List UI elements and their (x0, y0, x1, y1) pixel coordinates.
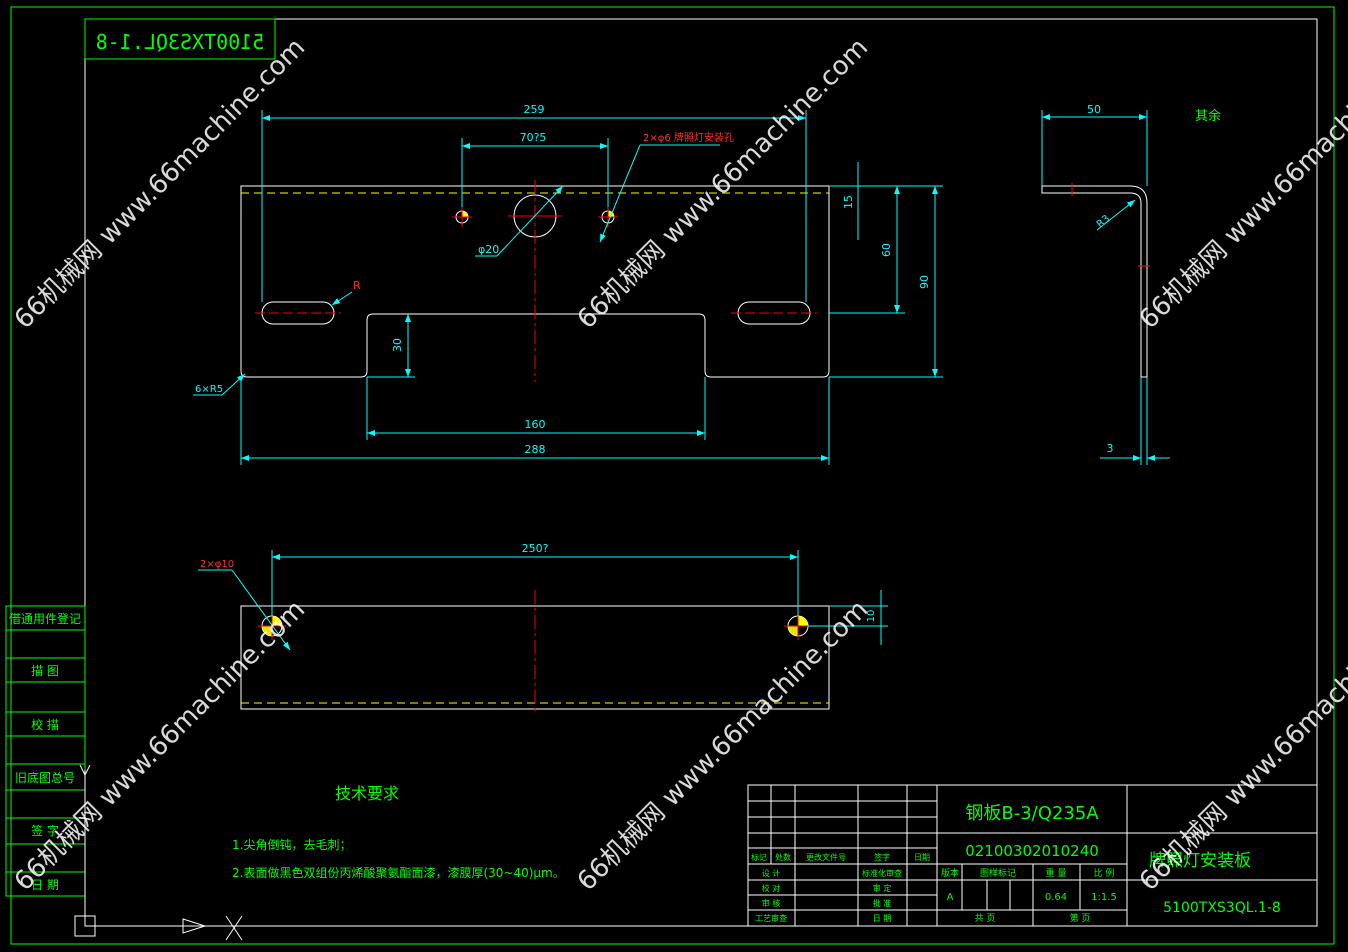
side-profile (1041, 185, 1148, 378)
strip-label-2: 校 描 (31, 717, 59, 732)
strip-label-4: 签 字 (31, 823, 59, 838)
dim-160: 160 (525, 418, 546, 431)
tech-item-2: 2.表面做黑色双组份丙烯酸聚氨酯面漆，漆膜厚(30~40)μm。 (232, 865, 565, 880)
dim-10: 10 (866, 610, 877, 623)
dim-259: 259 (524, 103, 545, 116)
role-1-c: 审 定 (873, 883, 892, 893)
title-block: 钢板B-3/Q235A 02100302010240 牌照灯安装板 5100TX… (747, 784, 1318, 927)
front-view: 259 70?5 2×φ6 牌照灯安装孔 φ20 15 60 90 R 30 (193, 103, 943, 465)
dim-phi20: φ20 (478, 243, 499, 256)
role-2-a: 审 核 (762, 898, 781, 908)
rev-h-4: 日期 (914, 853, 930, 862)
stage-label: 图样标记 (980, 867, 1016, 879)
total-sheets: 共 页 (975, 913, 996, 924)
rev-h-1: 处数 (775, 852, 791, 862)
finish-note: 其余 (1195, 108, 1221, 124)
part-code: 02100302010240 (965, 842, 1099, 860)
role-3-a: 工艺审查 (755, 913, 787, 923)
dim-r: R (353, 279, 361, 292)
dim-70: 70?5 (520, 131, 547, 144)
callout-2xphi10: 2×φ10 (200, 559, 234, 570)
role-2-c: 批 准 (873, 898, 892, 908)
version-value: A (947, 892, 954, 903)
tech-item-1: 1.尖角倒钝，去毛刺； (232, 838, 351, 852)
watermark-3: 66机械网 www.66machine.com (1134, 33, 1348, 335)
watermark-5: 66机械网 www.66machine.com (572, 595, 874, 897)
rev-h-0: 标记 (751, 852, 767, 862)
ucs-icon (74, 764, 243, 941)
dim-250: 250? (522, 542, 549, 555)
part-name: 牌照灯安装板 (1149, 851, 1251, 871)
dim-3: 3 (1107, 442, 1114, 455)
dim-60: 60 (880, 243, 893, 257)
outer-border (10, 6, 1335, 945)
tech-title: 技术要求 (335, 784, 399, 803)
drawing-number: 5100TXS3QL.1-8 (1163, 900, 1281, 916)
strip-label-1: 描 图 (31, 664, 59, 678)
version-label: 版本 (941, 867, 959, 879)
tech-requirements: 技术要求 1.尖角倒钝，去毛刺； 2.表面做黑色双组份丙烯酸聚氨酯面漆，漆膜厚(… (232, 784, 565, 880)
mirrored-drawing-code: 5100TXS3QL.1-8 (96, 30, 265, 54)
dim-30: 30 (391, 338, 404, 352)
dim-50: 50 (1087, 103, 1101, 116)
role-1-a: 校 对 (762, 883, 781, 893)
strip-label-0: 借通用件登记 (9, 611, 81, 626)
role-0-a: 设 计 (762, 868, 781, 878)
material: 钢板B-3/Q235A (965, 803, 1099, 824)
dim-288: 288 (525, 443, 546, 456)
scale-value: 1:1.5 (1091, 892, 1117, 903)
dim-r3: R3 (1095, 213, 1112, 230)
left-strip: 借通用件登记 描 图 校 描 旧底图总号 签 字 日 期 (5, 605, 86, 897)
bottom-view: 250? 2×φ10 10 (198, 542, 888, 715)
sheet-no: 第 页 (1070, 912, 1091, 924)
weight-label: 重 量 (1046, 867, 1067, 879)
dim-15: 15 (842, 195, 855, 209)
mirrored-code-box: 5100TXS3QL.1-8 (84, 18, 276, 60)
rev-h-2: 更改文件号 (806, 852, 846, 862)
watermark-1: 66机械网 www.66machine.com (9, 33, 311, 335)
side-view: 50 其余 R3 3 (1041, 103, 1221, 465)
role-3-c: 日 期 (873, 914, 892, 923)
weight-value: 0.64 (1045, 892, 1067, 903)
inner-frame (84, 18, 1318, 927)
role-0-c: 标准化审查 (862, 868, 902, 878)
dim-6xr5: 6×R5 (195, 384, 223, 395)
strip-label-5: 日 期 (31, 878, 59, 892)
strip-label-3: 旧底图总号 (15, 770, 75, 785)
dim-90: 90 (918, 275, 931, 289)
scale-label: 比 例 (1094, 867, 1115, 879)
plate-outline (240, 185, 830, 378)
rev-h-3: 签字 (874, 852, 890, 862)
callout-2xphi6: 2×φ6 牌照灯安装孔 (643, 131, 734, 144)
